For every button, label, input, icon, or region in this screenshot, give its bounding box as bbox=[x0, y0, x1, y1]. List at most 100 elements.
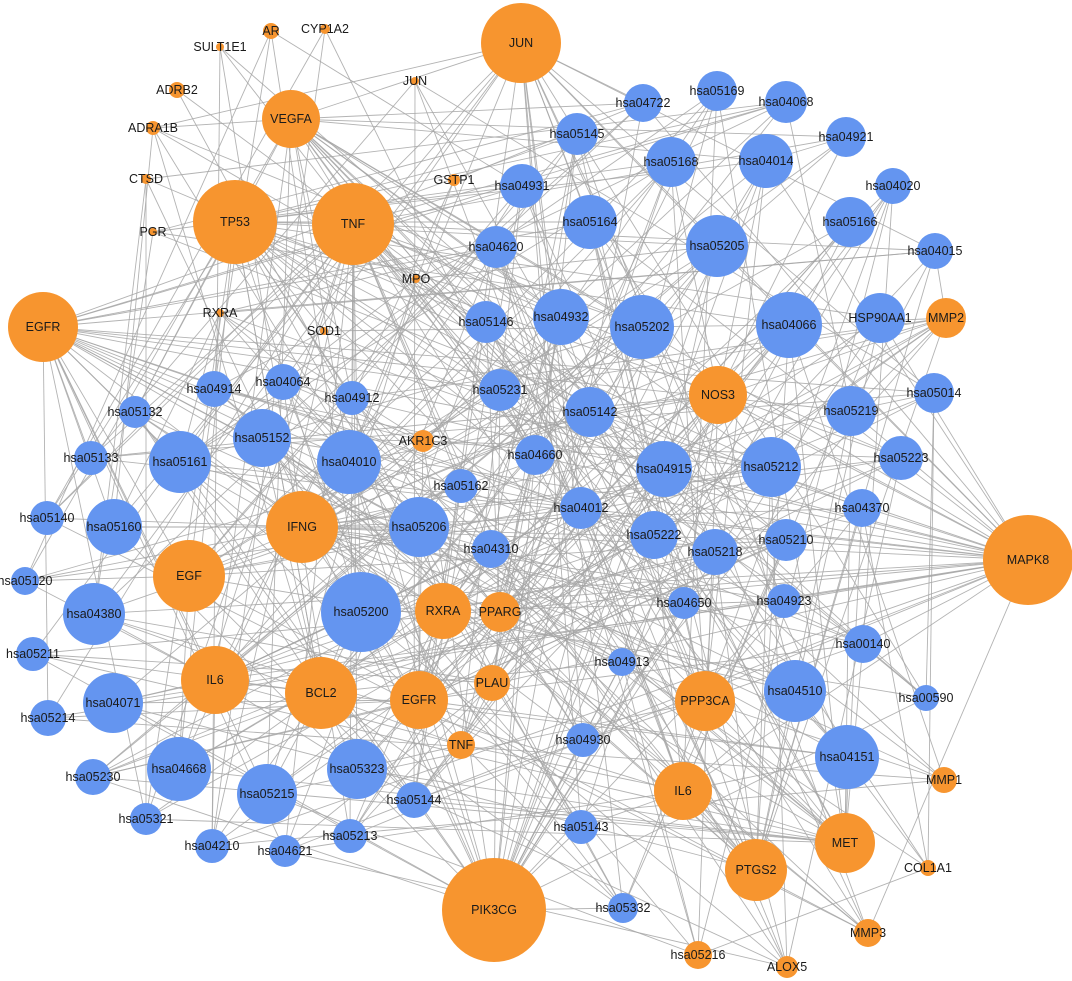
node-circle[interactable] bbox=[608, 893, 638, 923]
node-hsa04014[interactable]: hsa04014 bbox=[739, 134, 794, 188]
node-jun[interactable]: JUN bbox=[481, 3, 561, 83]
node-circle[interactable] bbox=[764, 660, 826, 722]
node-mmp2[interactable]: MMP2 bbox=[926, 298, 966, 338]
node-mmp1[interactable]: MMP1 bbox=[926, 767, 962, 793]
node-mapk8[interactable]: MAPK8 bbox=[983, 515, 1072, 605]
node-hsa04668[interactable]: hsa04668 bbox=[147, 737, 211, 801]
node-circle[interactable] bbox=[442, 858, 546, 962]
node-circle[interactable] bbox=[153, 540, 225, 612]
node-circle[interactable] bbox=[327, 739, 387, 799]
node-hsa04621[interactable]: hsa04621 bbox=[258, 835, 313, 867]
node-hsa04380[interactable]: hsa04380 bbox=[63, 583, 125, 645]
node-rxra[interactable]: RXRA bbox=[415, 583, 471, 639]
node-hsa05210[interactable]: hsa05210 bbox=[759, 519, 814, 561]
node-circle[interactable] bbox=[920, 860, 936, 876]
node-nos3[interactable]: NOS3 bbox=[689, 366, 747, 424]
node-circle[interactable] bbox=[265, 364, 301, 400]
node-circle[interactable] bbox=[913, 685, 939, 711]
node-hsa05215[interactable]: hsa05215 bbox=[237, 764, 297, 824]
node-hsa05152[interactable]: hsa05152 bbox=[233, 409, 291, 467]
node-ar[interactable]: AR bbox=[262, 23, 280, 39]
node-circle[interactable] bbox=[8, 292, 78, 362]
node-circle[interactable] bbox=[479, 369, 521, 411]
node-circle[interactable] bbox=[216, 309, 224, 317]
node-tnf[interactable]: TNF bbox=[447, 731, 475, 759]
node-hsa04068[interactable]: hsa04068 bbox=[759, 81, 814, 123]
node-circle[interactable] bbox=[739, 134, 793, 188]
node-mpo[interactable]: MPO bbox=[402, 272, 431, 286]
node-hsa04370[interactable]: hsa04370 bbox=[835, 489, 890, 527]
node-circle[interactable] bbox=[675, 671, 735, 731]
node-circle[interactable] bbox=[767, 584, 801, 618]
node-circle[interactable] bbox=[146, 121, 160, 135]
node-hsa05223[interactable]: hsa05223 bbox=[874, 436, 929, 480]
node-circle[interactable] bbox=[475, 226, 517, 268]
node-circle[interactable] bbox=[396, 782, 432, 818]
node-circle[interactable] bbox=[668, 587, 700, 619]
node-hsa00140[interactable]: hsa00140 bbox=[836, 625, 891, 663]
node-circle[interactable] bbox=[756, 292, 822, 358]
node-cyp1a2[interactable]: CYP1A2 bbox=[301, 22, 349, 36]
node-circle[interactable] bbox=[412, 430, 434, 452]
node-circle[interactable] bbox=[725, 839, 787, 901]
node-hsa05132[interactable]: hsa05132 bbox=[108, 396, 163, 428]
node-circle[interactable] bbox=[472, 530, 510, 568]
node-circle[interactable] bbox=[83, 673, 143, 733]
node-hsa04923[interactable]: hsa04923 bbox=[757, 584, 812, 618]
node-circle[interactable] bbox=[63, 583, 125, 645]
node-hsa04915[interactable]: hsa04915 bbox=[636, 441, 692, 497]
node-hsa05168[interactable]: hsa05168 bbox=[644, 137, 699, 187]
node-circle[interactable] bbox=[335, 381, 369, 415]
node-hsa04722[interactable]: hsa04722 bbox=[616, 84, 671, 122]
node-pik3cg[interactable]: PIK3CG bbox=[442, 858, 546, 962]
node-il6[interactable]: IL6 bbox=[654, 762, 712, 820]
node-hsa05214[interactable]: hsa05214 bbox=[21, 700, 76, 736]
node-hsa05202[interactable]: hsa05202 bbox=[610, 295, 674, 359]
node-circle[interactable] bbox=[855, 293, 905, 343]
node-circle[interactable] bbox=[624, 84, 662, 122]
node-circle[interactable] bbox=[86, 499, 142, 555]
node-circle[interactable] bbox=[931, 767, 957, 793]
node-hsa05142[interactable]: hsa05142 bbox=[563, 387, 618, 437]
node-circle[interactable] bbox=[266, 491, 338, 563]
node-egfr[interactable]: EGFR bbox=[390, 671, 448, 729]
node-circle[interactable] bbox=[481, 3, 561, 83]
node-hsa04931[interactable]: hsa04931 bbox=[495, 164, 550, 208]
node-circle[interactable] bbox=[169, 82, 185, 98]
node-circle[interactable] bbox=[149, 431, 211, 493]
node-circle[interactable] bbox=[636, 441, 692, 497]
node-hsa05200[interactable]: hsa05200 bbox=[321, 572, 401, 652]
node-circle[interactable] bbox=[196, 371, 232, 407]
node-circle[interactable] bbox=[776, 956, 798, 978]
node-tnf[interactable]: TNF bbox=[312, 183, 394, 265]
node-circle[interactable] bbox=[263, 23, 279, 39]
node-circle[interactable] bbox=[285, 657, 357, 729]
node-hsa04914[interactable]: hsa04914 bbox=[187, 371, 242, 407]
node-circle[interactable] bbox=[389, 497, 449, 557]
node-circle[interactable] bbox=[917, 233, 953, 269]
node-il6[interactable]: IL6 bbox=[181, 646, 249, 714]
node-circle[interactable] bbox=[444, 469, 478, 503]
node-circle[interactable] bbox=[608, 648, 636, 676]
node-hsa05205[interactable]: hsa05205 bbox=[686, 215, 748, 277]
node-hsa04921[interactable]: hsa04921 bbox=[819, 117, 874, 157]
node-circle[interactable] bbox=[610, 295, 674, 359]
node-circle[interactable] bbox=[269, 835, 301, 867]
node-circle[interactable] bbox=[914, 373, 954, 413]
node-bcl2[interactable]: BCL2 bbox=[285, 657, 357, 729]
node-circle[interactable] bbox=[854, 919, 882, 947]
node-circle[interactable] bbox=[412, 275, 420, 283]
node-circle[interactable] bbox=[515, 435, 555, 475]
node-hsa05162[interactable]: hsa05162 bbox=[434, 469, 489, 503]
node-ppp3ca[interactable]: PPP3CA bbox=[675, 671, 735, 731]
node-rxra[interactable]: RXRA bbox=[203, 306, 238, 320]
node-hsa04510[interactable]: hsa04510 bbox=[764, 660, 826, 722]
node-plau[interactable]: PLAU bbox=[474, 665, 510, 701]
node-gstp1[interactable]: GSTP1 bbox=[434, 173, 475, 187]
node-circle[interactable] bbox=[826, 117, 866, 157]
node-circle[interactable] bbox=[149, 228, 157, 236]
node-sult1e1[interactable]: SULT1E1 bbox=[193, 40, 246, 54]
node-hsa04932[interactable]: hsa04932 bbox=[533, 289, 589, 345]
node-circle[interactable] bbox=[74, 441, 108, 475]
node-hsa05144[interactable]: hsa05144 bbox=[387, 782, 442, 818]
